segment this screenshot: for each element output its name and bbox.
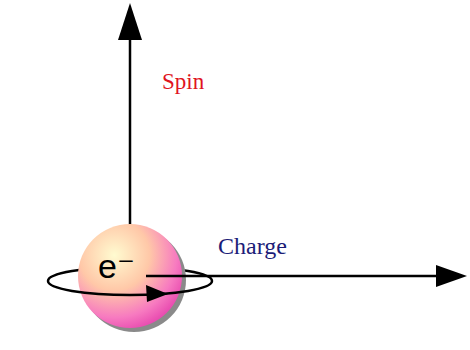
spin-arrow-head [118,3,142,40]
charge-arrow-head [436,265,467,287]
charge-arrow-shaft [146,275,440,278]
spin-arrow-shaft [129,36,132,225]
spin-label: Spin [162,68,204,96]
electron-symbol: e⁻ [98,248,135,285]
charge-label: Charge [218,232,287,261]
rotation-orbit-front [48,281,212,295]
rotation-arrow-head [146,285,168,302]
